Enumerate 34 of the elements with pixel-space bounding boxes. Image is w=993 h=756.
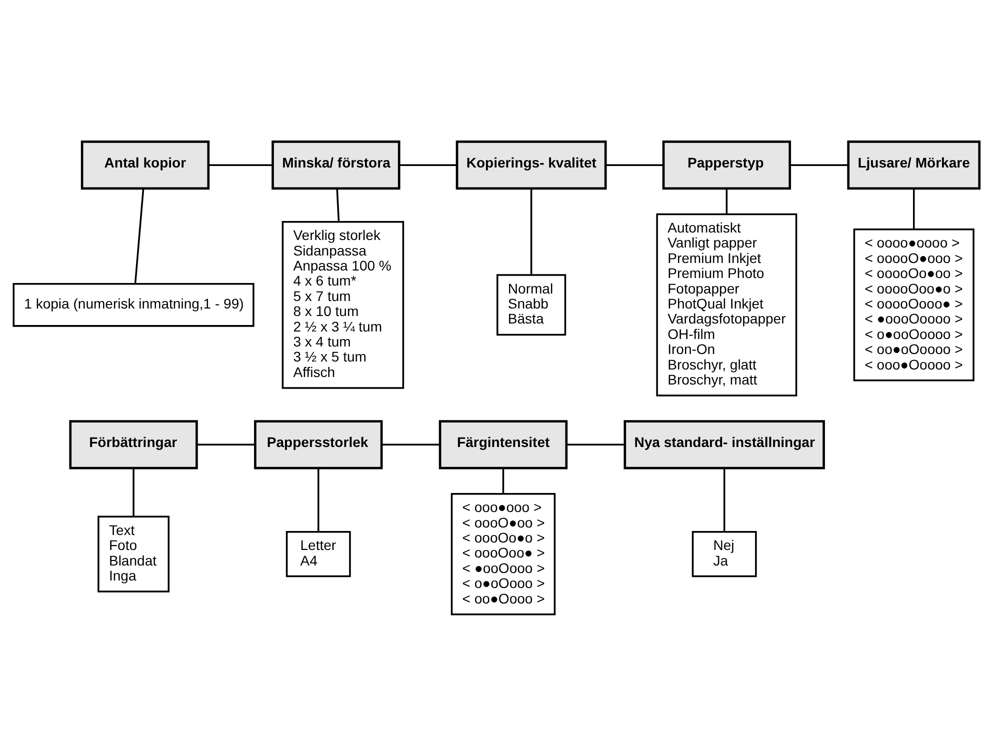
connector: [566, 444, 625, 446]
node-box: Verklig storlek Sidanpassa Anpassa 100 % 4 x 6 tum* 5 x 7 tum 8 x 10 tum 2 ½ x 3 ¼ tum 3 x 4 tum 3 ½ x 5 tum Affisch: [282, 220, 404, 389]
connector: [530, 188, 532, 275]
node-box: < oooo●oooo > < ooooO●ooo > < ooooOo●oo > < ooooOoo●o > < ooooOooo● > < ●oooOoooo > < o●ooOoooo > < oo●oOoooo > < ooo●Ooooo >: [853, 228, 974, 382]
connector: [336, 188, 340, 222]
node-box: Letter A4: [286, 530, 351, 578]
node-box: Förbättringar: [69, 420, 198, 470]
connector: [790, 164, 848, 166]
connector: [382, 444, 440, 446]
node-box: 1 kopia (numerisk inmatning,1 - 99): [12, 282, 254, 327]
connector: [723, 468, 726, 532]
connector: [399, 164, 457, 166]
connector: [134, 188, 144, 284]
node-box: Papperstyp: [662, 140, 792, 190]
node-box: Nej Ja: [692, 530, 757, 578]
connector: [208, 164, 273, 166]
node-box: Färgintensitet: [438, 420, 568, 470]
node-box: Nya standard- inställningar: [624, 420, 825, 470]
connector: [606, 164, 664, 166]
node-box: Minska/ förstora: [272, 140, 400, 190]
node-box: Automatiskt Vanligt papper Premium Inkjet Premium Photo Fotopapper PhotQual Inkjet Vardagsfotopapper OH-film Iron-On Broschyr, glatt Broschyr, matt: [656, 213, 798, 396]
node-box: Antal kopior: [80, 140, 210, 190]
connector: [912, 188, 915, 230]
connector: [196, 444, 256, 446]
node-box: Normal Snabb Bästa: [496, 274, 566, 336]
connector: [502, 468, 504, 494]
node-box: Ljusare/ Mörkare: [847, 140, 981, 190]
connector: [132, 468, 134, 516]
node-box: < ooo●ooo > < oooO●oo > < oooOo●o > < oooOoo● > < ●ooOooo > < o●oOooo > < oo●Oooo >: [450, 492, 556, 616]
node-box: Kopierings- kvalitet: [456, 140, 607, 190]
connector: [726, 188, 728, 214]
node-box: Pappersstorlek: [254, 420, 383, 470]
connector: [318, 468, 320, 532]
node-box: Text Foto Blandat Inga: [98, 516, 170, 592]
